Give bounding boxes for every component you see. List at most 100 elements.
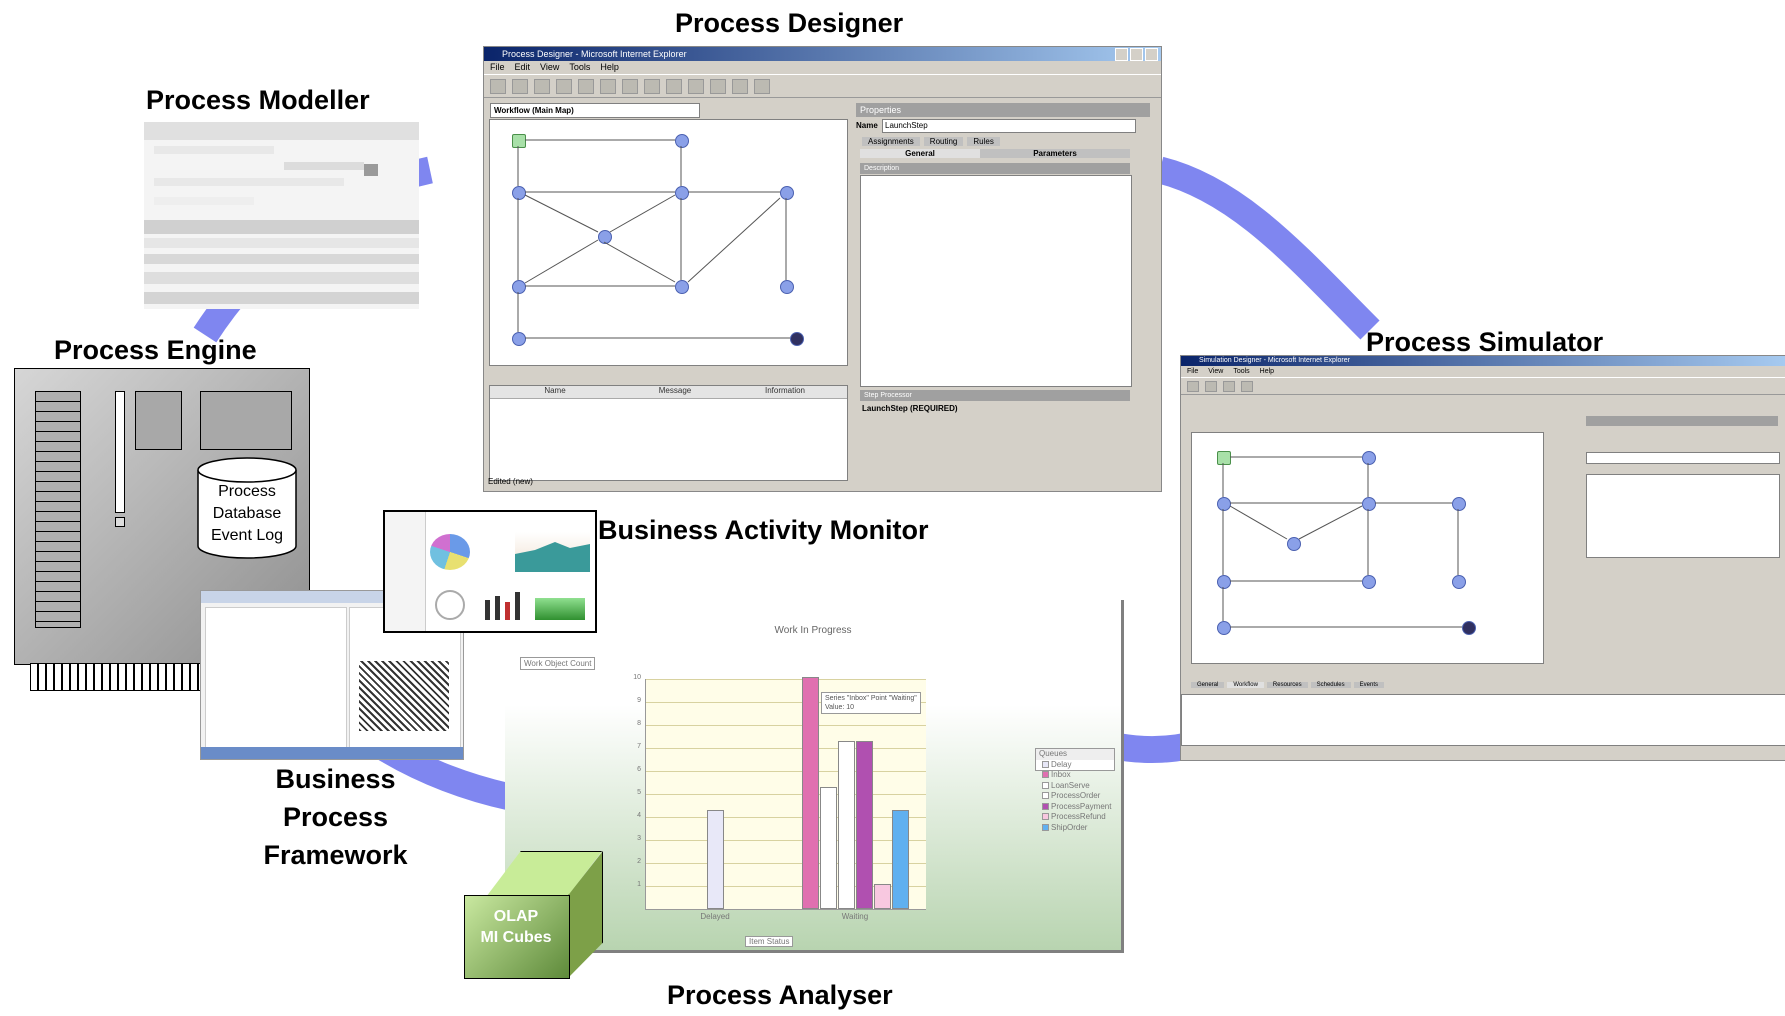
grid-header-message[interactable]: Message: [658, 386, 692, 395]
print-icon[interactable]: [710, 78, 726, 94]
sim-tab-workflow[interactable]: Workflow: [1227, 682, 1264, 688]
workflow-step-node[interactable]: [780, 186, 794, 200]
gridline: [646, 771, 926, 772]
workflow-step-node[interactable]: [675, 134, 689, 148]
workflow-step-node[interactable]: [598, 230, 612, 244]
simulator-side-header: [1586, 416, 1778, 426]
select-icon[interactable]: [622, 78, 638, 94]
legend-item[interactable]: Delay: [1039, 760, 1114, 771]
close-icon[interactable]: [1145, 48, 1158, 61]
legend-item[interactable]: Inbox: [1039, 770, 1114, 781]
legend-swatch: [1042, 781, 1049, 789]
zoom-in-icon[interactable]: [644, 78, 660, 94]
pie-chart-icon: [430, 534, 470, 570]
legend-item[interactable]: ProcessOrder: [1039, 791, 1114, 802]
legend-item[interactable]: LoanServe: [1039, 781, 1114, 792]
tab-parameters[interactable]: Parameters: [980, 149, 1130, 158]
workflow-step-node[interactable]: [1217, 497, 1231, 511]
tab-general[interactable]: General: [860, 149, 980, 158]
grid-header-name[interactable]: Name: [544, 386, 566, 395]
step-processor-value[interactable]: LaunchStep (REQUIRED): [862, 404, 958, 413]
legend-item[interactable]: ProcessPayment: [1039, 802, 1114, 813]
copy-icon[interactable]: [578, 78, 594, 94]
message-grid[interactable]: Name Message Information: [489, 385, 848, 481]
bar-delay-delayed[interactable]: [707, 810, 724, 909]
menu-tools[interactable]: Tools: [1233, 368, 1250, 375]
server-vent-fins: [30, 663, 207, 691]
workflow-step-node[interactable]: [1452, 497, 1466, 511]
grid-header-information[interactable]: Information: [764, 386, 806, 395]
save-icon[interactable]: [534, 78, 550, 94]
legend-item[interactable]: ProcessRefund: [1039, 812, 1114, 823]
bar-processpayment-waiting[interactable]: [856, 741, 873, 909]
launch-step-node[interactable]: [512, 134, 526, 148]
open-icon[interactable]: [1205, 380, 1217, 392]
workflow-step-node[interactable]: [1362, 575, 1376, 589]
workflow-step-node[interactable]: [675, 186, 689, 200]
workflow-step-node[interactable]: [675, 280, 689, 294]
tab-routing[interactable]: Routing: [923, 137, 964, 146]
sim-tab-general[interactable]: General: [1191, 682, 1225, 688]
legend-title[interactable]: Queues: [1036, 749, 1114, 760]
maximize-icon[interactable]: [1130, 48, 1143, 61]
simulator-side-input[interactable]: [1586, 452, 1780, 464]
workflow-diagram-canvas[interactable]: [489, 119, 848, 366]
bar-loanserve-waiting[interactable]: [820, 787, 837, 909]
end-step-node[interactable]: [1462, 621, 1476, 635]
menu-help[interactable]: Help: [600, 62, 619, 72]
workflow-step-node[interactable]: [1362, 451, 1376, 465]
workflow-step-node[interactable]: [1217, 575, 1231, 589]
launch-step-node[interactable]: [1217, 451, 1231, 465]
description-textarea[interactable]: [860, 175, 1132, 387]
menu-view[interactable]: View: [540, 62, 560, 72]
sim-tab-events[interactable]: Events: [1353, 682, 1384, 688]
gridline: [646, 817, 926, 818]
workflow-step-node[interactable]: [1217, 621, 1231, 635]
zoom-out-icon[interactable]: [666, 78, 682, 94]
undo-icon[interactable]: [732, 78, 748, 94]
workflow-dropdown[interactable]: Workflow (Main Map): [490, 103, 700, 118]
process-designer-window[interactable]: Process Designer - Microsoft Internet Ex…: [483, 46, 1162, 492]
zoom-fit-icon[interactable]: [688, 78, 704, 94]
menu-file[interactable]: File: [490, 62, 505, 72]
menu-edit[interactable]: Edit: [514, 62, 531, 72]
open-icon[interactable]: [512, 78, 528, 94]
process-simulator-window[interactable]: Simulation Designer - Microsoft Internet…: [1180, 355, 1785, 761]
menu-tools[interactable]: Tools: [569, 62, 591, 72]
bar-inbox-waiting[interactable]: [802, 677, 819, 909]
bar-processrefund-waiting[interactable]: [874, 884, 891, 909]
new-icon[interactable]: [490, 78, 506, 94]
simulator-output-grid[interactable]: [1181, 694, 1785, 746]
run-icon[interactable]: [1241, 380, 1253, 392]
workflow-step-node[interactable]: [780, 280, 794, 294]
workflow-step-node[interactable]: [512, 186, 526, 200]
workflow-step-node[interactable]: [1287, 537, 1301, 551]
sim-tab-resources[interactable]: Resources: [1266, 682, 1308, 688]
workflow-step-node[interactable]: [1452, 575, 1466, 589]
bar-processorder-waiting[interactable]: [838, 741, 855, 909]
paste-icon[interactable]: [600, 78, 616, 94]
menu-file[interactable]: File: [1187, 368, 1199, 375]
workflow-step-node[interactable]: [512, 280, 526, 294]
redo-icon[interactable]: [754, 78, 770, 94]
save-icon[interactable]: [1223, 380, 1235, 392]
minimize-icon[interactable]: [1115, 48, 1128, 61]
menu-help[interactable]: Help: [1259, 368, 1275, 375]
xaxis-selector[interactable]: Item Status: [745, 936, 794, 947]
tab-rules[interactable]: Rules: [967, 137, 1000, 146]
simulator-side-list[interactable]: [1586, 474, 1780, 558]
legend-item[interactable]: ShipOrder: [1039, 823, 1114, 834]
gridline: [646, 679, 926, 680]
workflow-step-node[interactable]: [512, 332, 526, 346]
end-step-node[interactable]: [790, 332, 804, 346]
measure-selector[interactable]: Work Object Count: [520, 657, 596, 670]
bar-shiporder-waiting[interactable]: [892, 810, 909, 909]
new-icon[interactable]: [1187, 380, 1199, 392]
tab-assignments[interactable]: Assignments: [862, 137, 920, 146]
menu-view[interactable]: View: [1208, 368, 1224, 375]
simulator-workflow-canvas[interactable]: [1191, 432, 1544, 664]
cut-icon[interactable]: [556, 78, 572, 94]
name-input[interactable]: LaunchStep: [882, 119, 1136, 133]
sim-tab-schedules[interactable]: Schedules: [1310, 682, 1351, 688]
workflow-step-node[interactable]: [1362, 497, 1376, 511]
